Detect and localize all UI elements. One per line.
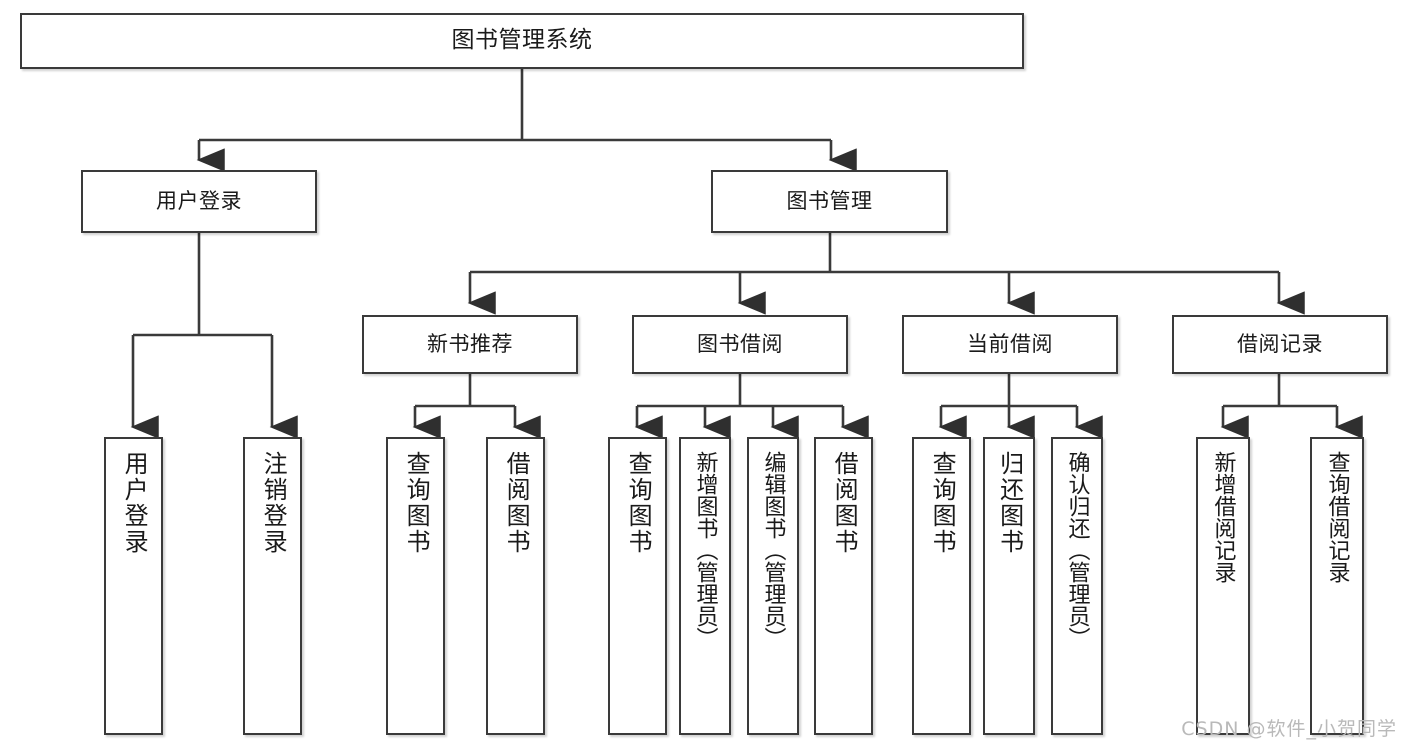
node-leaf-add-book-admin[interactable]: 新增图书（管理员） bbox=[679, 437, 731, 735]
node-label: 查询图书 bbox=[928, 451, 957, 555]
node-label: 查询借阅记录 bbox=[1324, 451, 1350, 583]
node-label: 当前借阅 bbox=[967, 332, 1053, 357]
node-label: 图书借阅 bbox=[697, 332, 783, 357]
node-leaf-edit-book-admin[interactable]: 编辑图书（管理员） bbox=[747, 437, 799, 735]
node-leaf-query-book-borrow[interactable]: 查询图书 bbox=[608, 437, 667, 735]
node-leaf-logout[interactable]: 注销登录 bbox=[243, 437, 302, 735]
node-label: 图书管理 bbox=[786, 189, 873, 214]
node-label: 借阅图书 bbox=[502, 451, 531, 555]
node-book-borrow[interactable]: 图书借阅 bbox=[632, 315, 848, 374]
node-label: 新增图书（管理员） bbox=[692, 451, 718, 649]
node-label: 查询图书 bbox=[624, 451, 653, 555]
node-borrow-record[interactable]: 借阅记录 bbox=[1172, 315, 1388, 374]
node-leaf-query-borrow-record[interactable]: 查询借阅记录 bbox=[1310, 437, 1364, 735]
node-leaf-query-book-current[interactable]: 查询图书 bbox=[912, 437, 971, 735]
node-leaf-borrow-book[interactable]: 借阅图书 bbox=[814, 437, 873, 735]
node-label: 新书推荐 bbox=[427, 332, 513, 357]
node-label: 确认归还（管理员） bbox=[1064, 451, 1090, 649]
node-label: 编辑图书（管理员） bbox=[760, 451, 786, 649]
node-label: 查询图书 bbox=[402, 451, 431, 555]
node-label: 图书管理系统 bbox=[451, 27, 593, 54]
node-leaf-confirm-return-admin[interactable]: 确认归还（管理员） bbox=[1051, 437, 1103, 735]
node-user-login[interactable]: 用户登录 bbox=[81, 170, 317, 233]
watermark-text: CSDN @软件_小贺同学 bbox=[1181, 718, 1397, 740]
node-root-system[interactable]: 图书管理系统 bbox=[20, 13, 1024, 69]
node-label: 新增借阅记录 bbox=[1210, 451, 1236, 583]
node-label: 借阅记录 bbox=[1237, 332, 1323, 357]
node-label: 注销登录 bbox=[259, 451, 288, 555]
node-label: 借阅图书 bbox=[830, 451, 859, 555]
node-label: 用户登录 bbox=[156, 189, 242, 214]
node-leaf-return-book[interactable]: 归还图书 bbox=[983, 437, 1035, 735]
node-current-borrow[interactable]: 当前借阅 bbox=[902, 315, 1118, 374]
node-leaf-borrow-book-recommend[interactable]: 借阅图书 bbox=[486, 437, 545, 735]
node-new-book-recommend[interactable]: 新书推荐 bbox=[362, 315, 578, 374]
node-book-management[interactable]: 图书管理 bbox=[711, 170, 948, 233]
node-leaf-query-book-recommend[interactable]: 查询图书 bbox=[386, 437, 445, 735]
node-label: 用户登录 bbox=[120, 451, 149, 555]
node-label: 归还图书 bbox=[995, 451, 1024, 555]
node-leaf-add-borrow-record[interactable]: 新增借阅记录 bbox=[1196, 437, 1250, 735]
node-leaf-user-login[interactable]: 用户登录 bbox=[104, 437, 163, 735]
